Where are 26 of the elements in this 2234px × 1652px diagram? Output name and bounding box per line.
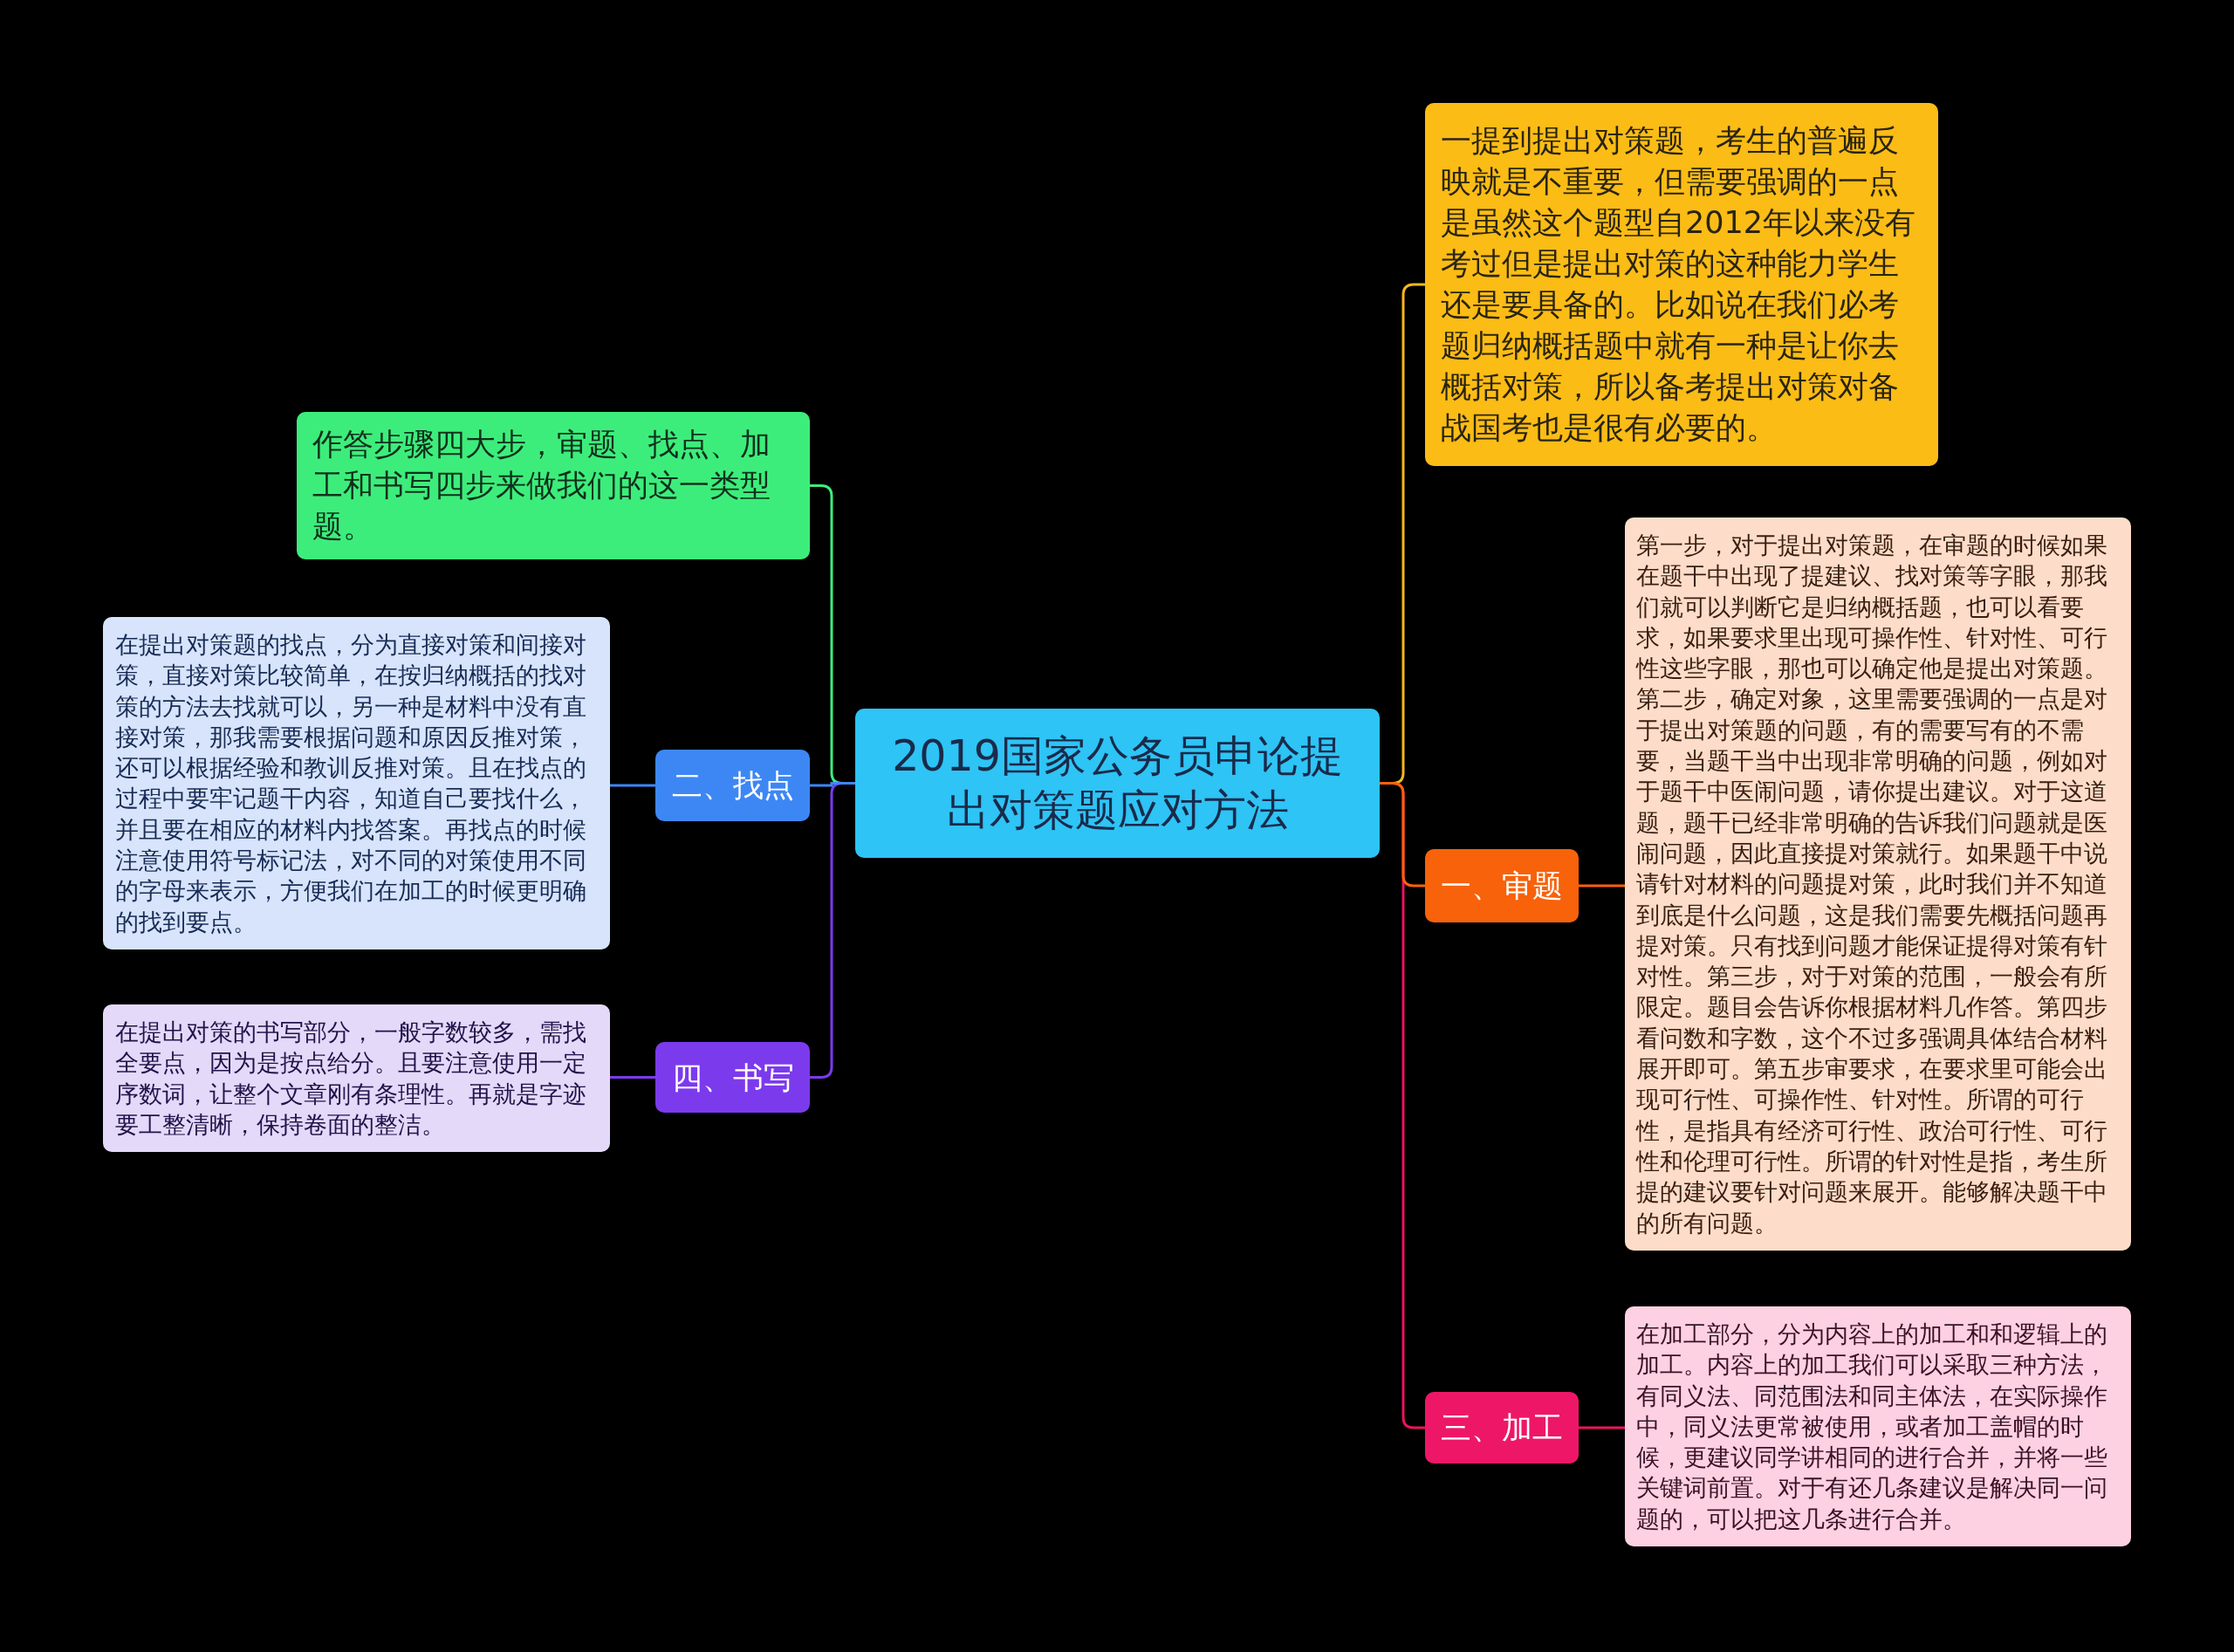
note-text: 第一步，对于提出对策题，在审题的时候如果在题干中出现了提建议、找对策等字眼，那我们就可以判断它是归纳概括题，也可以看要求，如果要求里出现可操作性、针对性、可行性这些字眼，那也可以确定他是提出对策题。第二步，确定对象，这里需要强调的一点是对于提出对策题的问题，有的需要写有的不需要，当题干当中出现非常明确的问题，例如对于题干中医闹问题，请你提出建议。对于这道题，题干已经非常明确的告诉我们问题就是医闹问题，因此直接提对策就行。如果题干中说请针对材料的问题提对策，此时我们并不知道到底是什么问题，这是我们需要先概括问题再提对策。只有找到问题才能保证提得对策有针对性。第三步，对于对策的范围，一般会有所限定。题目会告诉你根据材料几作答。第四步看问数和字数，这个不过多强调具体结合材料展开即可。第五步审要求，在要求里可能会出现可行性、可操作性、针对性。所谓的可行性，是指具有经济可行性、政治可行性、可行性和伦理可行性。所谓的针对性是指，考生所提的建议要针对问题来展开。能够解决题干中的所有问题。 (1636, 531, 2108, 1238)
note-text: 在提出对策的书写部分，一般字数较多，需找全要点，因为是按点给分。且要注意使用一定序数词，让整个文章刚有条理性。再就是字迹要工整清晰，保持卷面的整洁。 (115, 1018, 587, 1140)
connector-line (610, 784, 655, 787)
branch-topic (1425, 1392, 1579, 1463)
note-card (1625, 1306, 2131, 1547)
note-text: 在加工部分，分为内容上的加工和和逻辑上的加工。内容上的加工我们可以采取三种方法，有同义法、同范围法和同主体法，在实际操作中，同义法更常被使用，或者加工盖帽的时候，更建议同学讲相同的进行合并，并将一些关键词前置。对于有还几条建议是解决同一问题的，可以把这几条进行合并。 (1636, 1320, 2108, 1534)
note-text: 作答步骤四大步，审题、找点、加工和书写四步来做我们的这一类型题。 (312, 426, 771, 545)
branch-label: 四、书写 (671, 1059, 794, 1097)
connector-line (1579, 884, 1625, 888)
branch-label: 二、找点 (671, 767, 794, 805)
note-text: 一提到提出对策题，考生的普遍反映就是不重要，但需要强调的一点是虽然这个题型自2012年以来没有考过但是提出对策的这种能力学生还是要具备的。比如说在我们必考题归纳概括题中就有一种是让你去概括对策，所以备考提出对策对备战国考也是很有必要的。 (1441, 122, 1917, 447)
note-card (103, 1004, 610, 1153)
connector-line (1579, 1426, 1625, 1429)
note-card (1425, 103, 1938, 466)
connector-line (810, 782, 855, 787)
topic-title: 2019国家公务员申论提出对策题应对方法 (891, 730, 1344, 837)
note-text: 在提出对策题的找点，分为直接对策和间接对策，直接对策比较简单，在按归纳概括的找对策的方法去找就可以，另一种是材料中没有直接对策，那我需要根据问题和原因反推对策，还可以根据经验和教训反推对策。且在找点的过程中要牢记题干内容，知道自己要找什么，并且要在相应的材料内找答案。再找点的时候注意使用符号标记法，对不同的对策使用不同的字母来表示，方便我们在加工的时候更明确的找到要点。 (115, 630, 587, 937)
note-card (297, 412, 810, 559)
root-topic (855, 709, 1380, 858)
branch-label: 三、加工 (1441, 1409, 1563, 1447)
connector-line (610, 1076, 655, 1079)
branch-label: 一、审题 (1441, 867, 1563, 905)
branch-topic (655, 750, 810, 821)
connector-line (1380, 782, 1425, 888)
branch-topic (655, 1042, 810, 1113)
branch-topic (1425, 849, 1579, 922)
